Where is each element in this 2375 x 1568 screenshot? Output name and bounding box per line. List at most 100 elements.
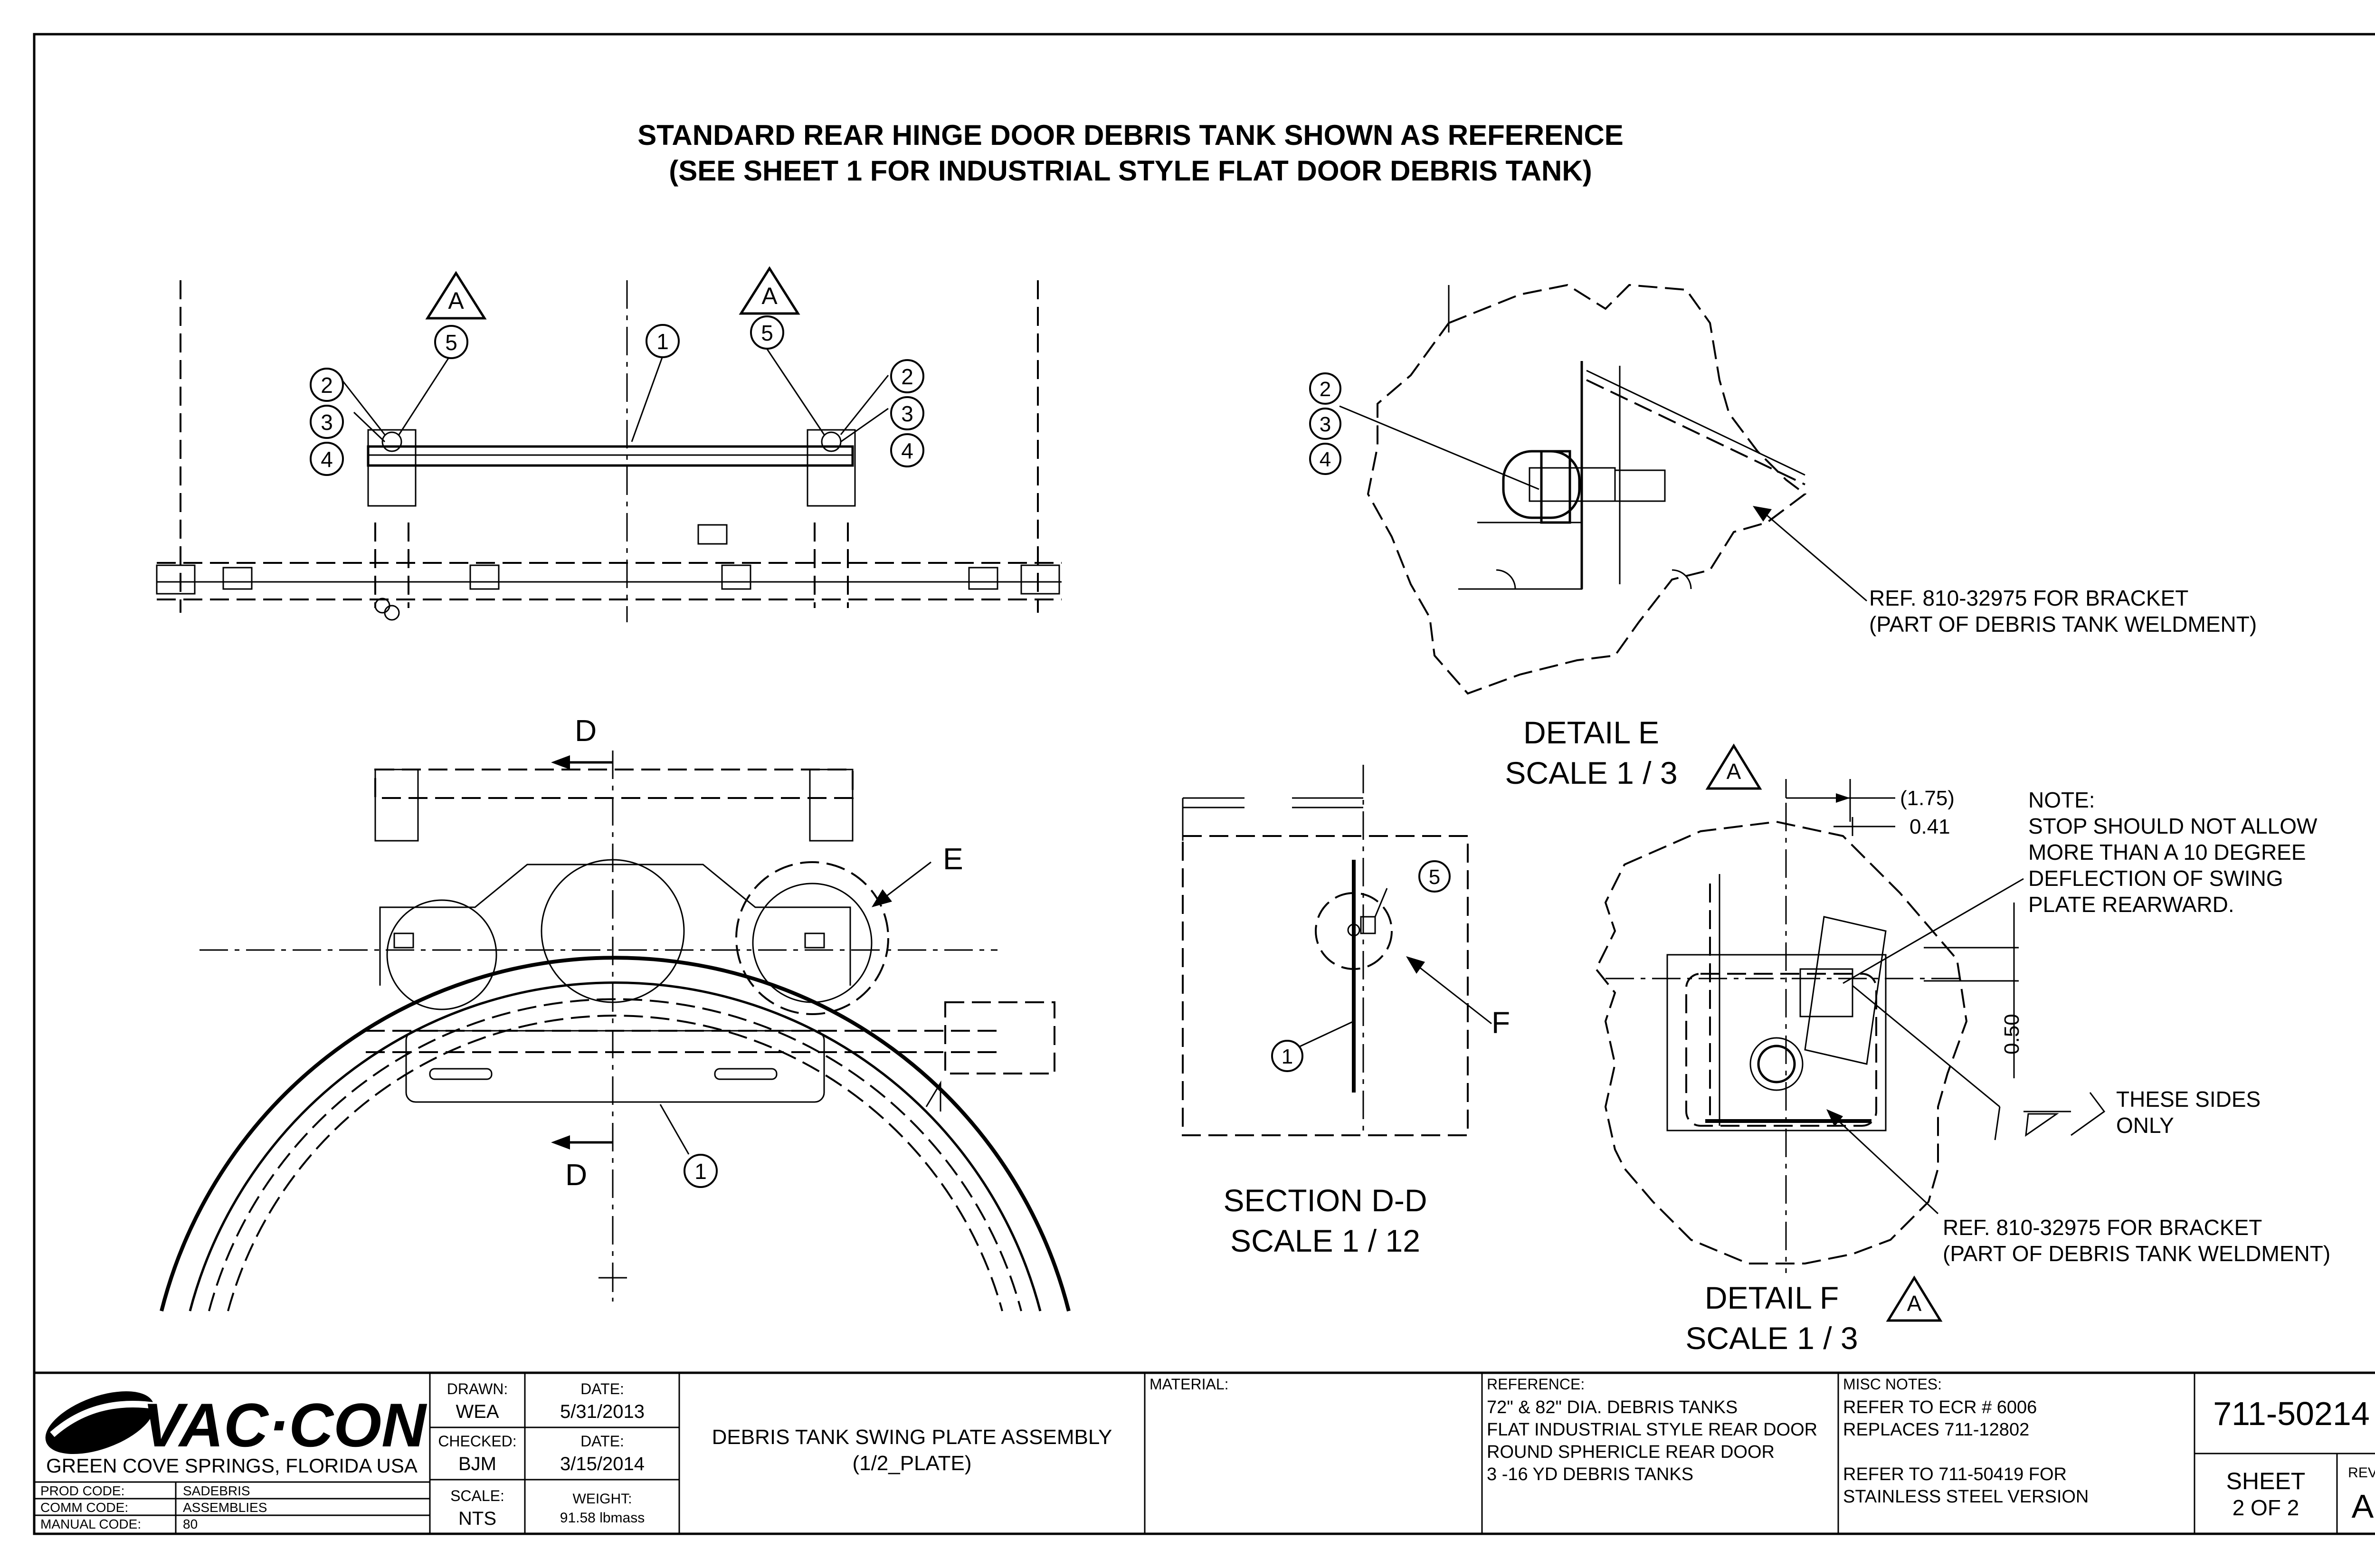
front-view [160, 751, 1071, 1311]
drawn-date: 5/31/2013 [560, 1401, 645, 1422]
vac-con-logo: VAC·CON [45, 1390, 428, 1460]
svg-text:MORE THAN A 10 DEGREE: MORE THAN A 10 DEGREE [2028, 840, 2306, 865]
svg-text:2: 2 [1320, 378, 1331, 401]
detail-f-ref-line-1: REF. 810-32975 FOR BRACKET [1943, 1215, 2262, 1240]
balloon-item-5: 5 [750, 315, 784, 350]
title-block [34, 1371, 2375, 1534]
drawing-description-1: DEBRIS TANK SWING PLATE ASSEMBLY [712, 1425, 1112, 1449]
svg-text:DEFLECTION OF SWING: DEFLECTION OF SWING [2028, 866, 2283, 891]
detail-e-ref-line-1: REF. 810-32975 FOR BRACKET [1869, 586, 2188, 610]
svg-text:PROD CODE:: PROD CODE: [40, 1483, 124, 1498]
svg-text:3: 3 [901, 401, 913, 426]
svg-text:MANUAL CODE:: MANUAL CODE: [40, 1517, 141, 1531]
dim-175: (1.75) [1900, 787, 1955, 810]
sheet-label: SHEET [2226, 1468, 2306, 1494]
detail-e-view [1367, 284, 1807, 695]
svg-text:REFER TO ECR # 6006: REFER TO ECR # 6006 [1843, 1397, 2037, 1417]
section-letter-d: D [575, 713, 597, 748]
svg-text:3: 3 [321, 410, 333, 435]
svg-text:2: 2 [901, 364, 913, 389]
scale-value: NTS [458, 1508, 496, 1529]
detail-e-scale: SCALE 1 / 3 [1505, 755, 1677, 790]
drawn-label: DRAWN: [447, 1380, 508, 1397]
svg-text:1: 1 [694, 1159, 707, 1184]
svg-text:4: 4 [901, 438, 913, 463]
detail-e-callout: E [943, 842, 963, 876]
svg-text:72" & 82" DIA. DEBRIS TANKS: 72" & 82" DIA. DEBRIS TANKS [1487, 1397, 1738, 1417]
svg-text:SADEBRIS: SADEBRIS [183, 1483, 250, 1498]
part-number: 711-50214 [2213, 1395, 2370, 1432]
top-view [156, 280, 1062, 622]
svg-text:A: A [448, 287, 464, 314]
checked-value: BJM [458, 1454, 496, 1474]
svg-text:PLATE REARWARD.: PLATE REARWARD. [2028, 892, 2234, 917]
balloon-item-1: 1 [646, 324, 680, 358]
balloon-item-3: 3 [1309, 408, 1341, 440]
svg-text:3: 3 [1320, 413, 1331, 436]
weight-value: 91.58 lbmass [560, 1510, 645, 1526]
svg-text:5: 5 [445, 330, 457, 355]
rev-label: REV [2348, 1465, 2375, 1481]
svg-text:REPLACES 711-12802: REPLACES 711-12802 [1843, 1420, 2029, 1440]
balloon-item-4: 4 [890, 433, 924, 467]
svg-text:5: 5 [761, 321, 773, 345]
checked-date: 3/15/2014 [560, 1454, 645, 1474]
svg-text:FLAT INDUSTRIAL STYLE REAR DOO: FLAT INDUSTRIAL STYLE REAR DOOR [1487, 1420, 1817, 1440]
detail-f-note: NOTE: STOP SHOULD NOT ALLOW MORE THAN A … [2028, 788, 2318, 917]
detail-f-label: DETAIL F [1705, 1280, 1839, 1315]
balloon-item-5: 5 [434, 325, 468, 359]
rev-flag-triangle: A [739, 266, 800, 315]
dim-050: 0.50 [2000, 1014, 2024, 1055]
title-line-1: STANDARD REAR HINGE DOOR DEBRIS TANK SHO… [637, 119, 1624, 151]
company-location: GREEN COVE SPRINGS, FLORIDA USA [46, 1454, 418, 1477]
title-line-2: (SEE SHEET 1 FOR INDUSTRIAL STYLE FLAT D… [669, 155, 1592, 187]
balloon-item-4: 4 [1309, 443, 1341, 475]
detail-f-callout: F [1492, 1006, 1510, 1040]
svg-text:3 -16 YD DEBRIS TANKS: 3 -16 YD DEBRIS TANKS [1487, 1464, 1693, 1484]
svg-text:REFER TO 711-50419 FOR: REFER TO 711-50419 FOR [1843, 1464, 2067, 1484]
svg-text:5: 5 [1429, 865, 1440, 889]
svg-text:STOP SHOULD NOT ALLOW: STOP SHOULD NOT ALLOW [2028, 814, 2318, 838]
detail-f-ref-line-2: (PART OF DEBRIS TANK WELDMENT) [1943, 1241, 2330, 1266]
svg-text:THESE SIDES: THESE SIDES [2116, 1087, 2261, 1112]
dim-041: 0.41 [1910, 815, 1950, 838]
detail-e-ref-line-2: (PART OF DEBRIS TANK WELDMENT) [1869, 612, 2257, 637]
balloon-item-1: 1 [684, 1154, 718, 1188]
balloon-item-5: 5 [1418, 860, 1451, 893]
code-table: PROD CODE: SADEBRIS COMM CODE: ASSEMBLIE… [40, 1483, 267, 1531]
checked-date-label: DATE: [580, 1433, 624, 1450]
balloon-item-2: 2 [890, 359, 924, 393]
section-dd-view [1182, 765, 1469, 1136]
material-label: MATERIAL: [1150, 1376, 1229, 1393]
balloon-item-3: 3 [890, 396, 924, 430]
svg-text:A: A [1907, 1291, 1922, 1316]
scale-label: SCALE: [450, 1487, 504, 1504]
detail-e-label: DETAIL E [1523, 715, 1659, 750]
svg-text:80: 80 [183, 1517, 198, 1531]
svg-text:2: 2 [321, 373, 333, 398]
svg-text:ROUND SPHERICLE REAR DOOR: ROUND SPHERICLE REAR DOOR [1487, 1442, 1775, 1462]
balloon-item-1: 1 [1271, 1040, 1303, 1072]
balloon-item-4: 4 [310, 442, 344, 476]
weld-note: THESE SIDES ONLY [2116, 1087, 2261, 1138]
section-dd-scale: SCALE 1 / 12 [1230, 1223, 1420, 1258]
svg-text:ASSEMBLIES: ASSEMBLIES [183, 1500, 267, 1515]
weight-label: WEIGHT: [573, 1491, 632, 1507]
section-dd-label: SECTION D-D [1224, 1183, 1427, 1218]
reference-list: 72" & 82" DIA. DEBRIS TANKS FLAT INDUSTR… [1487, 1397, 1817, 1484]
svg-text:STAINLESS STEEL VERSION: STAINLESS STEEL VERSION [1843, 1487, 2089, 1507]
detail-f-scale: SCALE 1 / 3 [1685, 1321, 1858, 1356]
misc-notes-label: MISC NOTES: [1843, 1376, 1942, 1393]
rev-flag-triangle: A [1886, 1275, 1943, 1322]
reference-label: REFERENCE: [1487, 1376, 1585, 1393]
svg-text:A: A [761, 283, 778, 309]
swing-plate-front [405, 1030, 825, 1103]
drawn-value: WEA [456, 1401, 499, 1422]
svg-text:VAC·CON: VAC·CON [142, 1390, 428, 1460]
rev-value: A [2352, 1488, 2374, 1525]
svg-text:A: A [1727, 759, 1741, 784]
svg-text:1: 1 [656, 329, 669, 354]
balloon-item-2: 2 [310, 368, 344, 402]
svg-text:COMM CODE:: COMM CODE: [40, 1500, 128, 1515]
swing-plate-top [367, 445, 854, 467]
